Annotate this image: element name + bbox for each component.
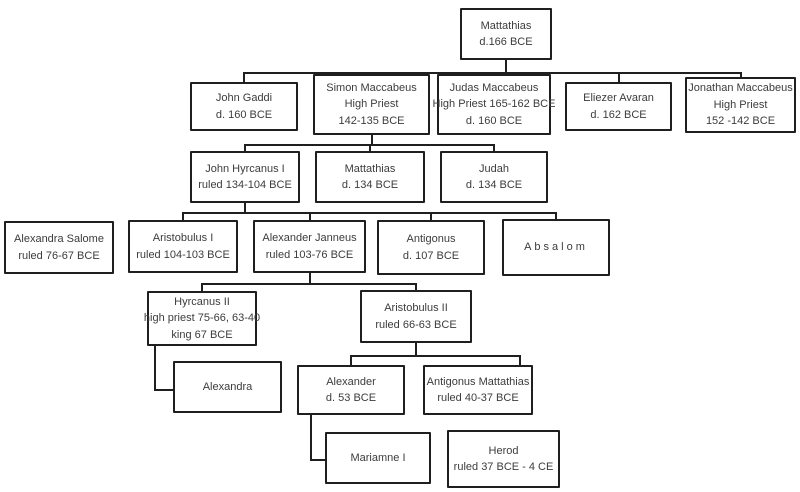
node-text-line: ruled 134-104 BCE [198,179,292,191]
node-text-line: ruled 103-76 BCE [265,248,354,261]
connector-drop-john-hyrcanus-1 [244,144,246,152]
node-text-line: 142-135 BCE [338,114,405,127]
node-text-line: Herod [488,444,519,457]
node-text-line: Aristobulus II [384,302,448,314]
elbow-stem-hyrcanus-2 [154,345,156,391]
connector-drop-hyrcanus-2 [201,283,203,292]
node-text-line: ruled 66-63 BCE [375,318,457,331]
tree-node-aristobulus-2: Aristobulus II ruled 66-63 BCE [360,290,472,343]
node-text-line: king 67 BCE [171,328,233,341]
node-text-line: d. 162 BCE [590,108,647,121]
tree-node-herod: Herod ruled 37 BCE - 4 CE [447,430,560,488]
node-text-line: ruled 37 BCE - 4 CE [453,461,554,473]
node-text-line: John Hyrcanus I [205,162,285,175]
node-text-line: Judah [479,162,509,175]
node-text-line: ruled 76-67 BCE [18,249,100,262]
connector-drop-alexander [350,355,352,366]
node-text-line: Mattathias [344,162,396,175]
node-text-line: d.166 BCE [479,36,533,48]
node-text-line: Alexandra Salome [14,233,104,245]
node-text-line: Jonathan Maccabeus [688,82,793,95]
connector-stem-john-hyrcanus-1 [244,202,246,214]
tree-node-mattathias-2: Mattathias d. 134 BCE [315,151,425,203]
tree-node-absalom: Absalom [502,219,610,276]
node-text-line: Simon Maccabeus [326,81,417,94]
tree-node-hyrcanus-2: Hyrcanus II high priest 75-66, 63-40 king … [143,291,261,346]
node-text-line: high priest 75-66, 63-40 [143,312,261,325]
connector-drop-simon-maccabeus [371,72,373,75]
elbow-stem-alexander [310,414,312,461]
tree-node-alexander: Alexander d. 53 BCE [297,365,405,415]
connector-drop-judas-maccabeus [493,72,495,75]
node-text-line: Antigonus Mattathias [426,375,530,388]
node-text-line: Mariamne I [350,451,406,464]
connector-drop-alexander-janneus [309,212,311,221]
connector-drop-mattathias-2 [369,144,371,152]
node-text-line: Antigonus [406,233,456,245]
connector-drop-eliezer-avaran [618,72,620,83]
connector-drop-antigonus [430,212,432,221]
tree-node-alexander-janneus: Alexander Janneus ruled 103-76 BCE [253,220,366,273]
tree-node-alexandra-salome: Alexandra Salome ruled 76-67 BCE [4,221,114,274]
tree-node-eliezer-avaran: Eliezer Avaran d. 162 BCE [565,82,672,131]
connector-drop-antigonus-mattathias [519,355,521,366]
connector-drop-absalom [555,212,557,220]
tree-node-antigonus-mattathias: Antigonus Mattathias ruled 40-37 BCE [423,365,533,415]
node-text-line: d. 160 BCE [215,108,273,121]
tree-node-mariamne-1: Mariamne I [325,432,431,484]
node-text-line: Judas Maccabeus [449,81,539,94]
node-text-line: High Priest [344,98,399,111]
node-text-line: d. 160 BCE [465,114,523,127]
tree-node-john-hyrcanus-1: John Hyrcanus I ruled 134-104 BCE [190,151,300,203]
node-text-line: Alexander Janneus [262,232,357,244]
node-text-line: High Priest 165-162 BCE [432,98,556,111]
node-text-line: Hyrcanus II [174,295,230,308]
node-text-line: Absalom [524,241,588,254]
node-text-line: John Gaddi [215,92,273,104]
node-text-line: ruled 40-37 BCE [437,392,519,404]
node-text-line: Mattathias [480,19,532,32]
node-text-line: Eliezer Avaran [583,92,654,104]
node-text-line: Alexander [326,375,376,388]
node-text-line: d. 134 BCE [341,179,399,191]
connector-rail-aristobulus-2 [350,355,521,357]
node-text-line: d. 134 BCE [465,179,523,191]
elbow-arm-alexandra [154,389,174,391]
connector-rail-alexander-janneus [201,283,417,285]
tree-node-mattathias: Mattathias d.166 BCE [460,8,552,60]
connector-stem-mattathias [505,59,507,74]
tree-node-alexandra: Alexandra [173,361,282,413]
node-text-line: d. 53 BCE [325,392,377,404]
connector-stem-alexander-janneus [309,272,311,285]
connector-rail-mattathias [243,72,742,74]
tree-node-antigonus: Antigonus d. 107 BCE [377,220,485,275]
connector-drop-aristobulus-1 [182,212,184,221]
connector-stem-simon-maccabeus [371,134,373,146]
node-text-line: ruled 104-103 BCE [136,248,230,261]
connector-drop-aristobulus-2 [415,283,417,291]
node-text-line: High Priest [713,98,768,111]
tree-node-judah: Judah d. 134 BCE [440,151,548,203]
elbow-arm-mariamne-1 [310,459,326,461]
tree-node-john-gaddi: John Gaddi d. 160 BCE [190,82,298,131]
node-text-line: Alexandra [202,380,253,393]
connector-drop-jonathan-maccabeus [740,72,742,78]
connector-rail-john-hyrcanus-1 [182,212,557,214]
connector-drop-judah [493,144,495,152]
node-text-line: Aristobulus I [152,232,214,244]
tree-node-aristobulus-1: Aristobulus I ruled 104-103 BCE [128,220,238,273]
node-text-line: d. 107 BCE [402,249,460,262]
connector-drop-john-gaddi [243,72,245,83]
connector-stem-aristobulus-2 [415,342,417,357]
node-text-line: 152 -142 BCE [705,115,776,128]
